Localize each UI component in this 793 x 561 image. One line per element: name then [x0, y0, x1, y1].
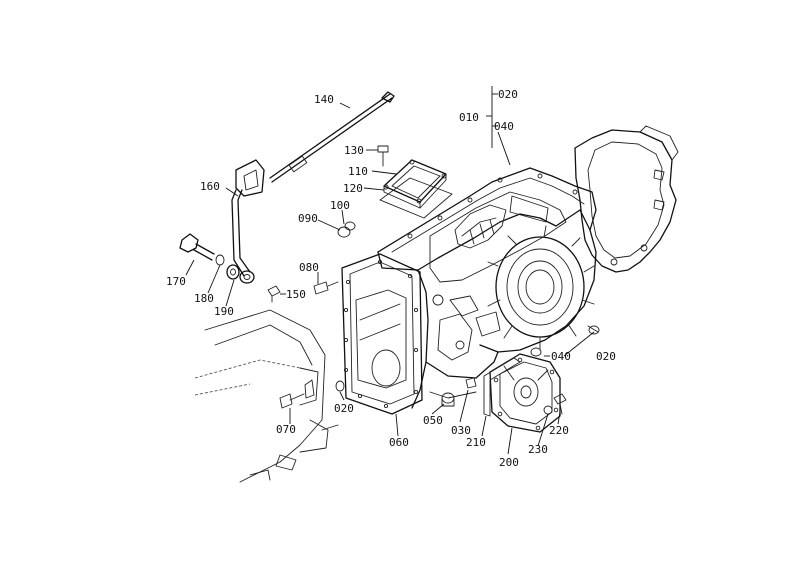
- callout-020-top: 020: [498, 88, 518, 101]
- callout-120: 120: [343, 182, 363, 195]
- callout-020-left: 020: [334, 402, 354, 415]
- callout-210: 210: [466, 436, 486, 449]
- flywheel-housing: [574, 125, 679, 273]
- callout-150: 150: [286, 288, 306, 301]
- bolt-080: [313, 281, 339, 295]
- front-gasket-plate: [341, 253, 423, 415]
- callout-040-top: 040: [494, 120, 514, 133]
- callout-070: 070: [276, 423, 296, 436]
- dipstick-guide-tube: [231, 159, 265, 284]
- bolt-170: [179, 233, 215, 261]
- pin-020-left: [335, 380, 345, 392]
- bolt-070: [279, 393, 305, 409]
- callout-100: 100: [330, 199, 350, 212]
- callout-060: 060: [389, 436, 409, 449]
- dipstick: [269, 91, 395, 183]
- callout-labels: 010 020 040 140 130 110 120 160 100 090 …: [166, 88, 616, 469]
- top-cover: [379, 159, 453, 219]
- bolt-130: [377, 145, 389, 167]
- callout-160: 160: [200, 180, 220, 193]
- callout-110: 110: [348, 165, 368, 178]
- leader-lines: [185, 86, 595, 455]
- washer-180: [215, 254, 225, 266]
- tractor-body-outline: [194, 309, 339, 483]
- transmission-case: [377, 167, 597, 409]
- gasket-210: [483, 357, 521, 417]
- callout-130: 130: [344, 144, 364, 157]
- callout-080: 080: [299, 261, 319, 274]
- callout-020-right: 020: [596, 350, 616, 363]
- callout-220: 220: [549, 424, 569, 437]
- callout-010: 010: [459, 111, 479, 124]
- callout-090: 090: [298, 212, 318, 225]
- washer-230: [543, 405, 553, 415]
- callout-140: 140: [314, 93, 334, 106]
- callout-200: 200: [499, 456, 519, 469]
- callout-230: 230: [528, 443, 548, 456]
- callout-030: 030: [451, 424, 471, 437]
- plug-050: [441, 392, 455, 407]
- callout-180: 180: [194, 292, 214, 305]
- pin-020-right: [587, 325, 600, 335]
- plug-030: [465, 377, 477, 389]
- callout-170: 170: [166, 275, 186, 288]
- washer-100: [344, 221, 356, 231]
- callout-190: 190: [214, 305, 234, 318]
- washer-190: [226, 264, 240, 280]
- pto-cover: [489, 353, 561, 433]
- bolt-220: [553, 393, 567, 415]
- pin-040-lower: [530, 347, 542, 357]
- callout-050: 050: [423, 414, 443, 427]
- nut-090: [337, 226, 351, 238]
- callout-040-lower: 040: [551, 350, 571, 363]
- plug-150: [267, 285, 281, 303]
